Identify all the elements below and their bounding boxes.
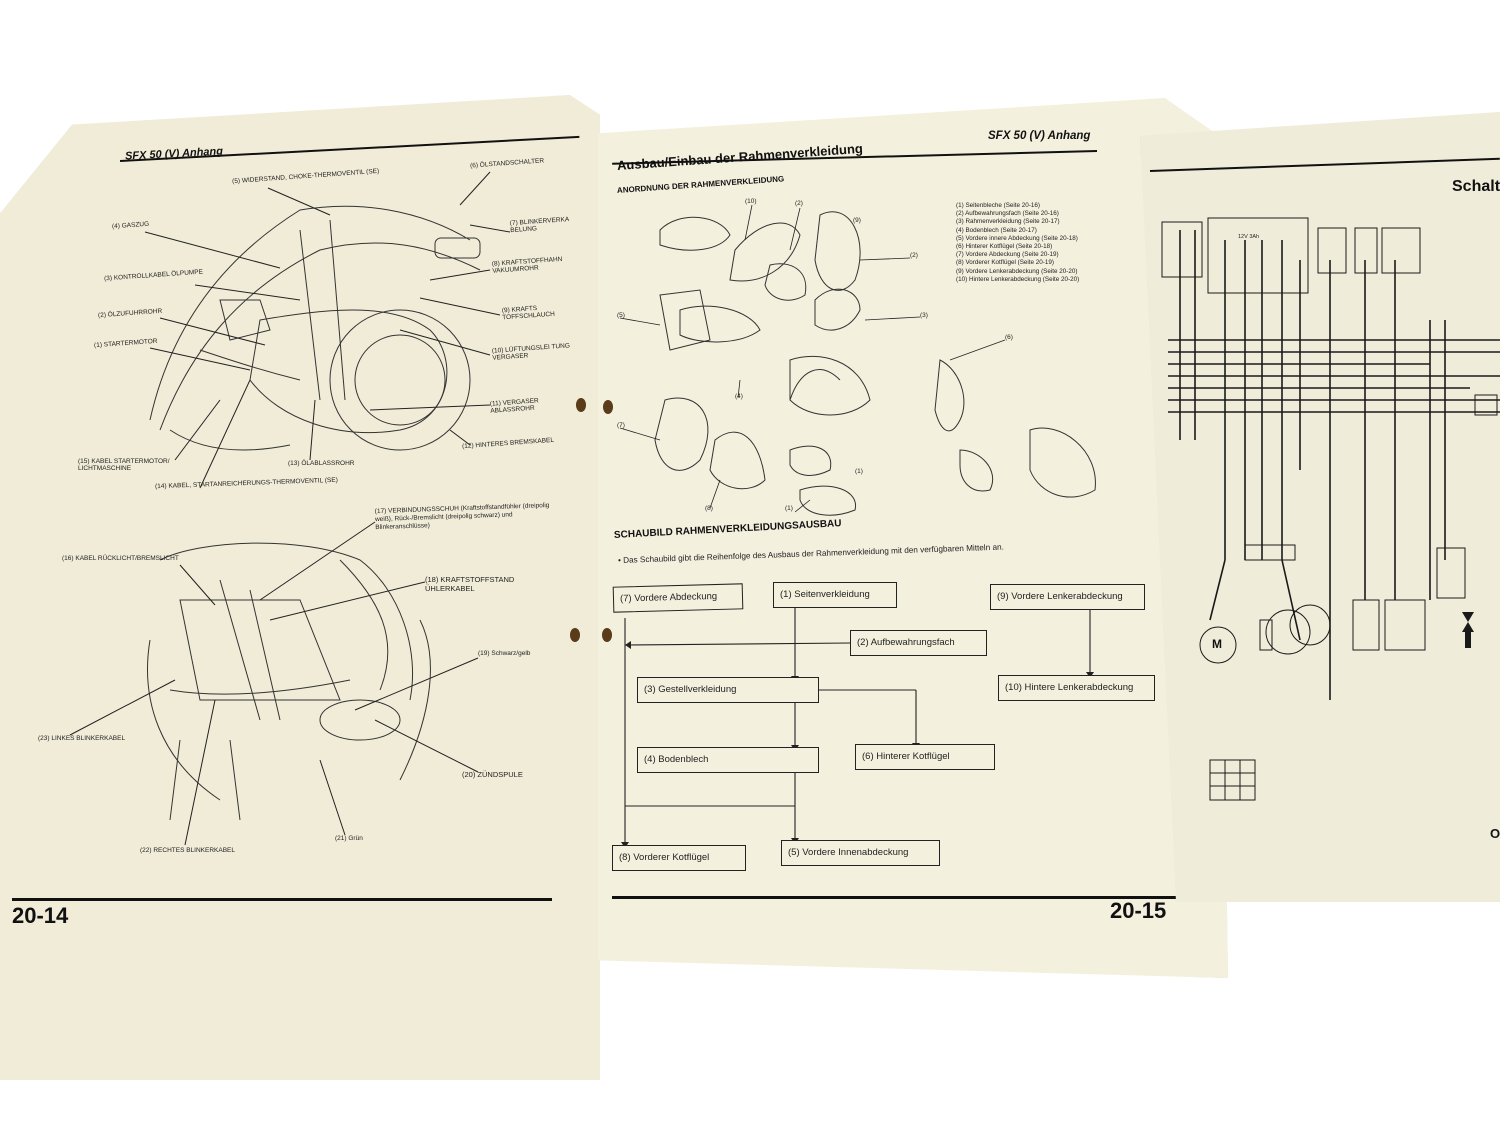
label-18: (18) KRAFTSTOFFSTAND ÜHLERKABEL: [425, 575, 515, 593]
punch-hole: [576, 398, 586, 412]
right-footer-rule: [612, 896, 1177, 899]
legend-item: (10) Hintere Lenkerabdeckung (Seite 20-2…: [956, 275, 1080, 283]
callout-4: (4): [735, 393, 743, 400]
legend-item: (5) Vordere innere Abdeckung (Seite 20-1…: [956, 234, 1078, 242]
legend-item: (3) Rahmenverkleidung (Seite 20-17): [956, 218, 1060, 226]
left-page-number: 20-14: [12, 903, 69, 928]
flow-box-6: (6) Hinterer Kotflügel: [855, 744, 995, 770]
callout-2: (2): [795, 200, 803, 207]
engine-illustration-top: [144, 171, 511, 489]
callout-10: (10): [745, 198, 757, 205]
rear-frame-illustration: [69, 521, 479, 846]
callout-6: (6): [1005, 334, 1013, 341]
legend-item: (4) Bodenblech (Seite 20-17): [956, 226, 1037, 234]
flow-box-8: (8) Vorderer Kotflügel: [612, 845, 746, 871]
wiring-corner-text: O: [1490, 826, 1500, 841]
right-header: SFX 50 (V) Anhang: [988, 130, 1091, 142]
flow-box-4: (4) Bodenblech: [637, 747, 819, 773]
flow-box-5: (5) Vordere Innenabdeckung: [781, 840, 940, 866]
left-footer-rule: [12, 898, 552, 901]
legend-item: (6) Hinterer Kotflügel (Seite 20-18): [956, 243, 1053, 251]
callout-3: (3): [920, 312, 928, 319]
legend-item: (8) Vorderer Kotflügel (Seite 20-19): [956, 259, 1055, 267]
right-page-number: 20-15: [1110, 898, 1167, 923]
right-page: [598, 98, 1228, 978]
label-20: (20) ZÜNDSPULE: [462, 770, 523, 779]
label-19: (19) Schwarz/gelb: [478, 650, 531, 657]
punch-hole: [570, 628, 580, 642]
flow-box-3: (3) Gestellverkleidung: [637, 677, 819, 703]
label-21: (21) Grün: [335, 835, 363, 842]
callout-1: (1): [785, 505, 793, 512]
left-page: [0, 95, 600, 1080]
flow-box-1: (1) Seitenverkleidung: [773, 582, 897, 608]
parts-legend: (1) Seitenbleche (Seite 20-16) (2) Aufbe…: [956, 202, 1079, 284]
battery-label: 12V 3Ah: [1238, 234, 1260, 240]
punch-hole: [602, 628, 612, 642]
flow-box-10: (10) Hintere Lenkerabdeckung: [998, 675, 1155, 701]
wiring-title: Schalt: [1452, 178, 1500, 195]
legend-item: (2) Aufbewahrungsfach (Seite 20-16): [956, 210, 1059, 218]
label-15: (15) KABEL STARTERMOTOR/ LICHTMASCHINE: [78, 458, 170, 472]
label-16: (16) KABEL RÜCKLICHT/BREMSLICHT: [62, 555, 179, 562]
callout-7: (7): [617, 422, 625, 429]
wiring-diagram-page: [1140, 112, 1500, 902]
callout-5: (5): [617, 312, 625, 319]
motor-label: M: [1212, 637, 1222, 651]
flow-box-2: (2) Aufbewahrungsfach: [850, 630, 987, 656]
legend-item: (1) Seitenbleche (Seite 20-16): [956, 202, 1041, 209]
callout-2b: (2): [910, 252, 918, 259]
callout-1b: (1): [855, 468, 863, 475]
callout-8: (8): [705, 505, 713, 512]
label-23: (23) LINKES BLINKERKABEL: [38, 735, 126, 742]
label-22: (22) RECHTES BLINKERKABEL: [140, 847, 236, 854]
callout-9: (9): [853, 217, 861, 224]
legend-item: (9) Vordere Lenkerabdeckung (Seite 20-20…: [956, 267, 1078, 275]
label-13: (13) ÖLABLASSROHR: [288, 460, 355, 467]
punch-hole: [603, 400, 613, 414]
flow-box-9: (9) Vordere Lenkerabdeckung: [990, 584, 1145, 610]
legend-item: (7) Vordere Abdeckung (Seite 20-19): [956, 251, 1059, 259]
